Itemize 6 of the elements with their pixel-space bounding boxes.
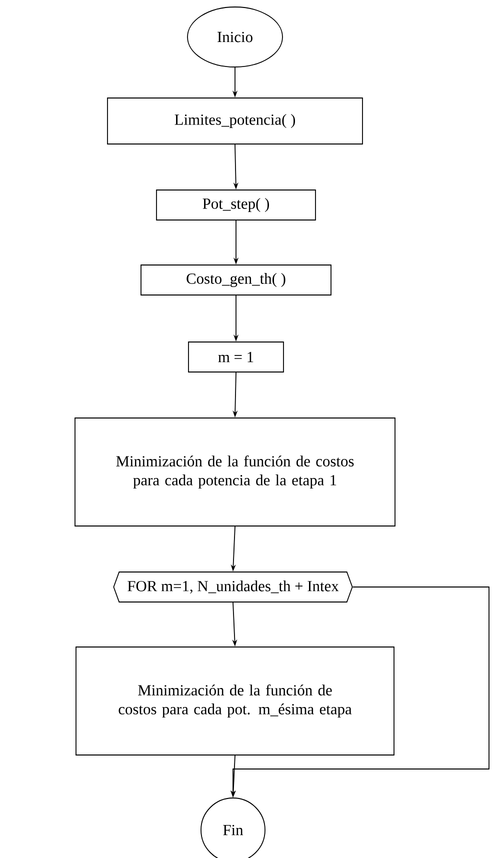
process-box: Pot_step( ): [156, 190, 316, 220]
process-box: m = 1: [188, 342, 284, 372]
process-box: Costo_gen_th( ): [140, 264, 332, 296]
process-box: Minimización de la función de costos para cada pot. m_ésima etapa: [76, 646, 394, 756]
process-box: Limites_potencia( ): [107, 98, 363, 144]
process-box: Minimización de la función de costos para cada potencia de la etapa 1: [74, 418, 396, 526]
